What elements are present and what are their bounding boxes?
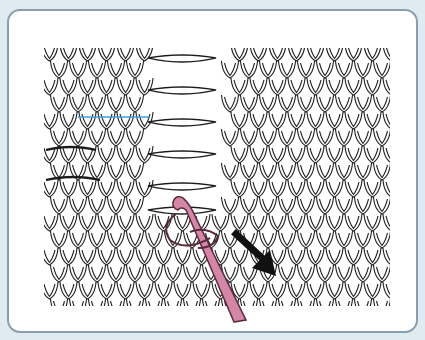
knitting-diagram xyxy=(0,0,425,340)
